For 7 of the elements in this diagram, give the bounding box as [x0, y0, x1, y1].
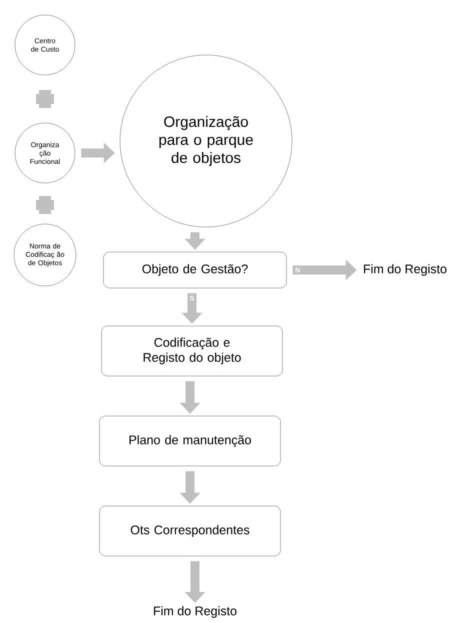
end-label: Fim do Registo — [154, 606, 236, 618]
circle-node: Organização para o parque de objetos — [120, 54, 292, 228]
process-box: Plano de manutenção — [99, 416, 281, 466]
process-box: Objeto de Gestão? — [103, 252, 287, 288]
process-box: Codificação e Registo do objeto — [101, 326, 283, 376]
process-box: Ots Correspondentes — [99, 506, 281, 556]
end-label: Fim do Registo — [364, 264, 446, 276]
